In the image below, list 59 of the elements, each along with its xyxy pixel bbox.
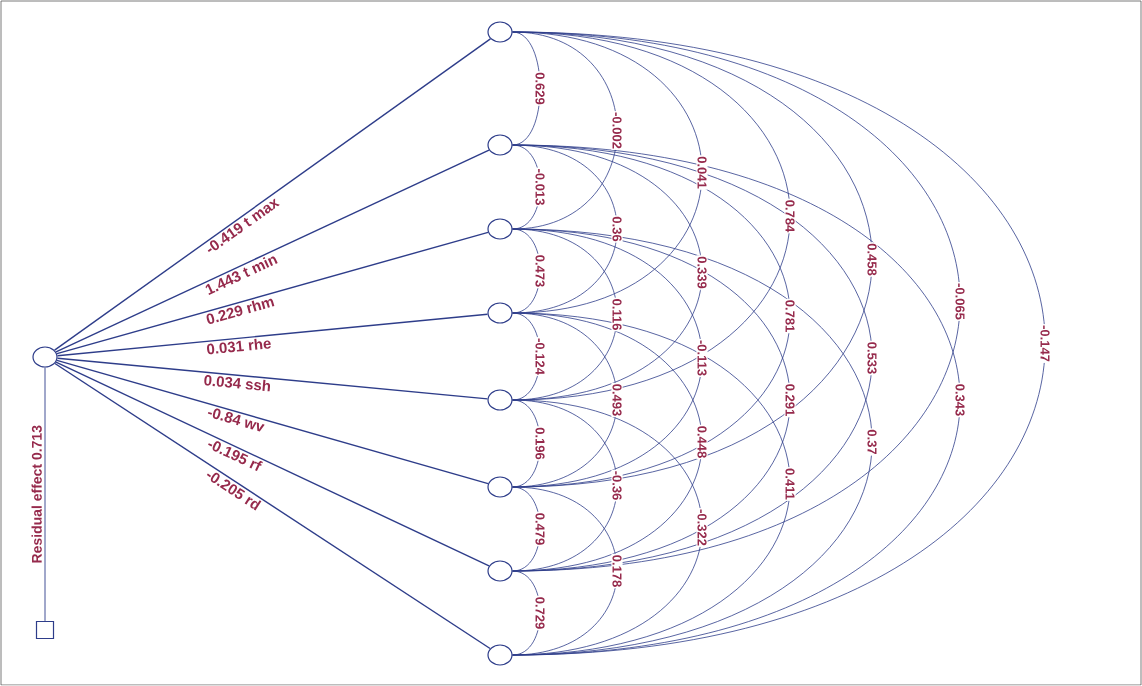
variable-circle — [487, 389, 513, 411]
path-line — [55, 361, 490, 567]
edge-label: -0.195 rf — [208, 441, 263, 472]
edge-label: 0.448 — [696, 424, 708, 460]
edge-label: 0.041 — [696, 155, 708, 190]
path-line — [54, 362, 491, 650]
variable-circle — [487, 644, 513, 666]
edge-label: 0.291 — [784, 382, 796, 418]
variable-circle — [32, 346, 58, 368]
edge-label: 0.36 — [611, 215, 623, 243]
path-line — [56, 231, 489, 355]
correlation-arc — [512, 312, 791, 656]
edge-label: 0.629 — [534, 71, 546, 106]
variable-circle — [487, 476, 513, 498]
variable-circle — [487, 302, 513, 324]
edge-label: 0.37 — [866, 428, 878, 456]
edge-label: 0.493 — [611, 382, 623, 418]
edge-label: 0.479 — [534, 511, 546, 547]
correlation-arc — [512, 144, 961, 656]
path-line — [55, 149, 490, 353]
edge-label: 0.781 — [784, 298, 796, 334]
edge-label: 0.729 — [534, 595, 546, 631]
correlation-arc — [512, 399, 703, 656]
edge-label: 0.178 — [611, 553, 623, 589]
edge-label: -0.84 wv — [207, 408, 265, 432]
edge-label: 0.473 — [534, 253, 546, 289]
edge-label: -0.322 — [696, 508, 708, 547]
edge-label: -0.013 — [534, 167, 546, 207]
edge-label: -0.113 — [696, 338, 708, 378]
residual-line — [44, 367, 46, 622]
edge-label: 0.458 — [866, 242, 878, 277]
edge-label: -0.147 — [1039, 324, 1051, 363]
edge-label: 0.031 rhe — [207, 338, 271, 355]
variable-circle — [487, 560, 513, 582]
variable-circle — [487, 21, 513, 43]
edge-label: -0.002 — [611, 111, 623, 150]
edge-label: 0.784 — [784, 198, 796, 234]
variable-circle — [487, 218, 513, 240]
edge-label: 0.533 — [866, 340, 878, 376]
variable-circle — [487, 134, 513, 156]
edge-label: -0.065 — [954, 282, 966, 321]
path-line — [56, 357, 489, 400]
path-line — [53, 38, 492, 351]
edge-label: 0.116 — [611, 297, 623, 332]
path-line — [56, 313, 489, 357]
edge-label: 0.343 — [954, 382, 966, 418]
edge-label: Residual effect 0.713 — [30, 424, 43, 565]
correlation-arc — [512, 228, 873, 656]
edge-label: 0.411 — [784, 467, 796, 501]
edge-label: 0.339 — [696, 255, 708, 290]
edge-label: -0.124 — [534, 337, 546, 376]
path-line — [56, 359, 489, 485]
residual-square — [35, 620, 55, 640]
edge-label: 0.196 — [534, 426, 546, 461]
edge-label: 1.443 t min — [205, 256, 278, 295]
correlation-arc — [512, 486, 618, 656]
edge-label: 0.229 rhm — [206, 298, 275, 324]
edge-label: -0.36 — [611, 469, 623, 502]
edge-label: 0.034 ssh — [204, 375, 271, 392]
